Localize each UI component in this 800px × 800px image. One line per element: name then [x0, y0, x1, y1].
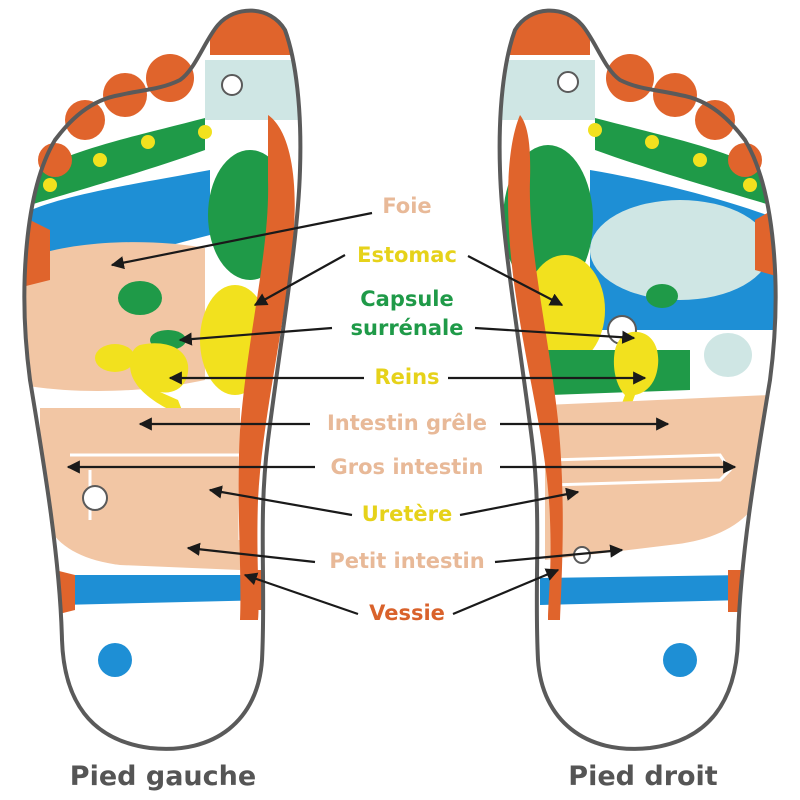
- arrow-capsule-right: [474, 326, 636, 344]
- left-toes: [38, 54, 243, 192]
- label-foie: Foie: [382, 194, 431, 218]
- left-bladder-band: [60, 575, 270, 605]
- title-right-foot: Pied droit: [568, 761, 718, 792]
- arrow-vessie-left: [243, 572, 359, 616]
- arrow-capsule-left: [178, 326, 333, 346]
- left-heel-dot: [98, 643, 132, 677]
- label-capsule-line1: Capsule: [360, 287, 454, 311]
- left-green-spot: [118, 281, 162, 315]
- label-reins: Reins: [374, 365, 439, 389]
- left-foot: [22, 8, 303, 751]
- right-toe-green-band: [595, 118, 770, 205]
- right-green-spot: [646, 284, 678, 308]
- arrow-petit-right: [494, 544, 624, 564]
- title-left-foot: Pied gauche: [70, 761, 256, 792]
- left-spine: [238, 115, 295, 620]
- arrow-uretere-left: [208, 485, 353, 517]
- labels: Foie Estomac Capsule surrénale Reins Int…: [327, 194, 487, 625]
- left-outline: [22, 8, 303, 751]
- right-intestine-zone: [545, 395, 770, 560]
- left-kidney-side: [95, 344, 135, 372]
- label-gros-intestin: Gros intestin: [331, 455, 484, 479]
- arrow-vessie-right: [452, 568, 560, 616]
- left-big-toe-zone: [205, 60, 300, 120]
- arrow-petit-left: [186, 542, 316, 564]
- arrow-uretere-right: [459, 487, 580, 517]
- label-vessie: Vessie: [369, 601, 445, 625]
- arrows: [66, 211, 737, 616]
- left-toe-green-band: [30, 118, 205, 205]
- label-petit-intestin: Petit intestin: [329, 549, 484, 573]
- left-orange-side: [24, 210, 50, 290]
- right-foot: [497, 8, 778, 751]
- arrow-estomac-right: [467, 255, 564, 306]
- label-uretere: Uretère: [362, 502, 453, 526]
- right-pale-zone: [590, 200, 770, 300]
- right-outline: [497, 8, 778, 751]
- label-capsule-line2: surrénale: [351, 316, 464, 340]
- right-big-toe-zone: [500, 60, 595, 120]
- right-bladder-band: [540, 575, 745, 605]
- arrow-foie-left: [110, 211, 373, 270]
- right-pale-spot: [704, 333, 752, 377]
- label-intestin-grele: Intestin grêle: [327, 411, 487, 435]
- left-intestine-zone: [40, 408, 240, 570]
- label-estomac: Estomac: [357, 243, 457, 267]
- arrow-estomac-left: [253, 254, 346, 306]
- right-heel-dot: [663, 643, 697, 677]
- right-spine: [508, 115, 563, 620]
- left-white-circle: [82, 485, 108, 511]
